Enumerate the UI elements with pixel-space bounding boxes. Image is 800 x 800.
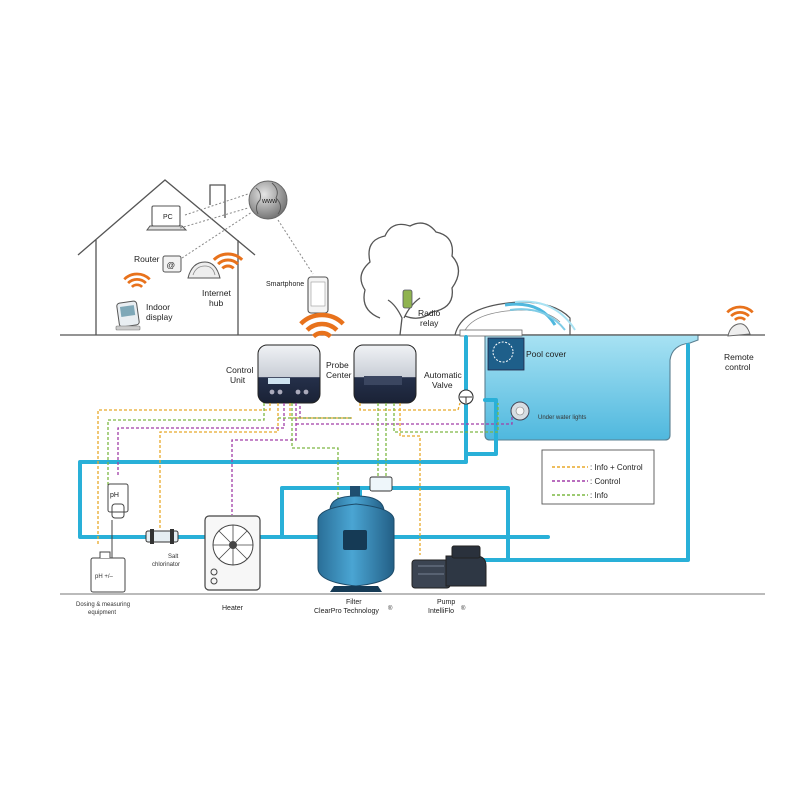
filter-label-1: Filter — [346, 599, 362, 606]
www-label: www — [261, 198, 278, 205]
automatic-valve-label-1: Automatic — [424, 370, 463, 380]
filter-label-2: ClearPro Technology — [314, 608, 379, 615]
indoor-display-icon — [115, 300, 141, 331]
wifi-signal-icon — [726, 305, 754, 321]
wifi-signal-icon — [212, 252, 244, 270]
dosing-label-2: equipment — [88, 610, 116, 616]
ph-tank-label: pH +/– — [95, 574, 114, 580]
control-unit-label-2: Unit — [230, 375, 246, 385]
smartphone-icon — [307, 276, 329, 314]
radio-relay-label-1: Radio — [418, 308, 440, 318]
pump-icon — [411, 545, 487, 589]
pump-label-2: IntelliFlo — [428, 608, 454, 615]
probe-center-label-2: Center — [326, 370, 352, 380]
remote-control-label-2: control — [725, 362, 751, 372]
smartphone-label: Smartphone — [266, 281, 304, 288]
under-water-lights-label: Under water lights — [538, 415, 586, 421]
probe-manifold — [369, 476, 393, 492]
pump-label-1: Pump — [437, 599, 455, 606]
router-label: Router — [134, 254, 160, 264]
automatic-valve-label-2: Valve — [432, 380, 453, 390]
pc-label: PC — [163, 214, 173, 221]
wifi-signal-icon — [299, 312, 345, 339]
valve-icon — [458, 389, 474, 405]
heater-label: Heater — [222, 605, 244, 612]
internet-hub-label-1: Internet — [202, 288, 231, 298]
tree-icon — [360, 222, 460, 336]
indoor-display-label-1: Indoor — [146, 302, 170, 312]
probe-center-label-1: Probe — [326, 360, 349, 370]
internet-hub-label-2: hub — [209, 298, 223, 308]
globe-icon — [248, 180, 288, 220]
pump-mark: ® — [461, 605, 466, 612]
pool — [454, 300, 700, 441]
filter-icon — [317, 486, 395, 592]
legend: : Info + Control : Control : Info — [541, 449, 655, 505]
remote-control-label-1: Remote — [724, 352, 754, 362]
salt-chlorinator-icon — [145, 529, 179, 544]
pool-cover-label: Pool cover — [526, 349, 566, 359]
salt-chlorinator-label-1: Salt — [168, 554, 179, 560]
info-lines — [107, 403, 499, 500]
filter-mark: ® — [388, 605, 393, 612]
legend-label-info: : Info — [590, 491, 608, 500]
radio-relay-label-2: relay — [420, 318, 439, 328]
router-symbol: @ — [167, 260, 176, 270]
pc-icon — [146, 205, 188, 231]
legend-label-control: : Control — [590, 477, 620, 486]
control-unit — [257, 344, 321, 404]
router-icon — [162, 255, 182, 273]
probe-center — [353, 344, 417, 404]
control-lines — [117, 403, 513, 515]
network-links — [179, 193, 314, 275]
ph-meter-icon — [107, 483, 129, 560]
ph-meter-label: pH — [110, 492, 119, 499]
control-unit-label-1: Control — [226, 365, 254, 375]
ph-tank-icon — [90, 551, 126, 593]
indoor-display-label-2: display — [146, 312, 173, 322]
internet-hub-icon — [187, 261, 221, 279]
salt-chlorinator-label-2: chlorinator — [152, 562, 180, 568]
wifi-signal-icon — [123, 272, 151, 288]
dosing-label-1: Dosing & measuring — [76, 602, 130, 608]
heater-icon — [204, 515, 261, 591]
legend-label-info-control: : Info + Control — [590, 463, 643, 472]
remote-control-icon — [727, 323, 751, 337]
